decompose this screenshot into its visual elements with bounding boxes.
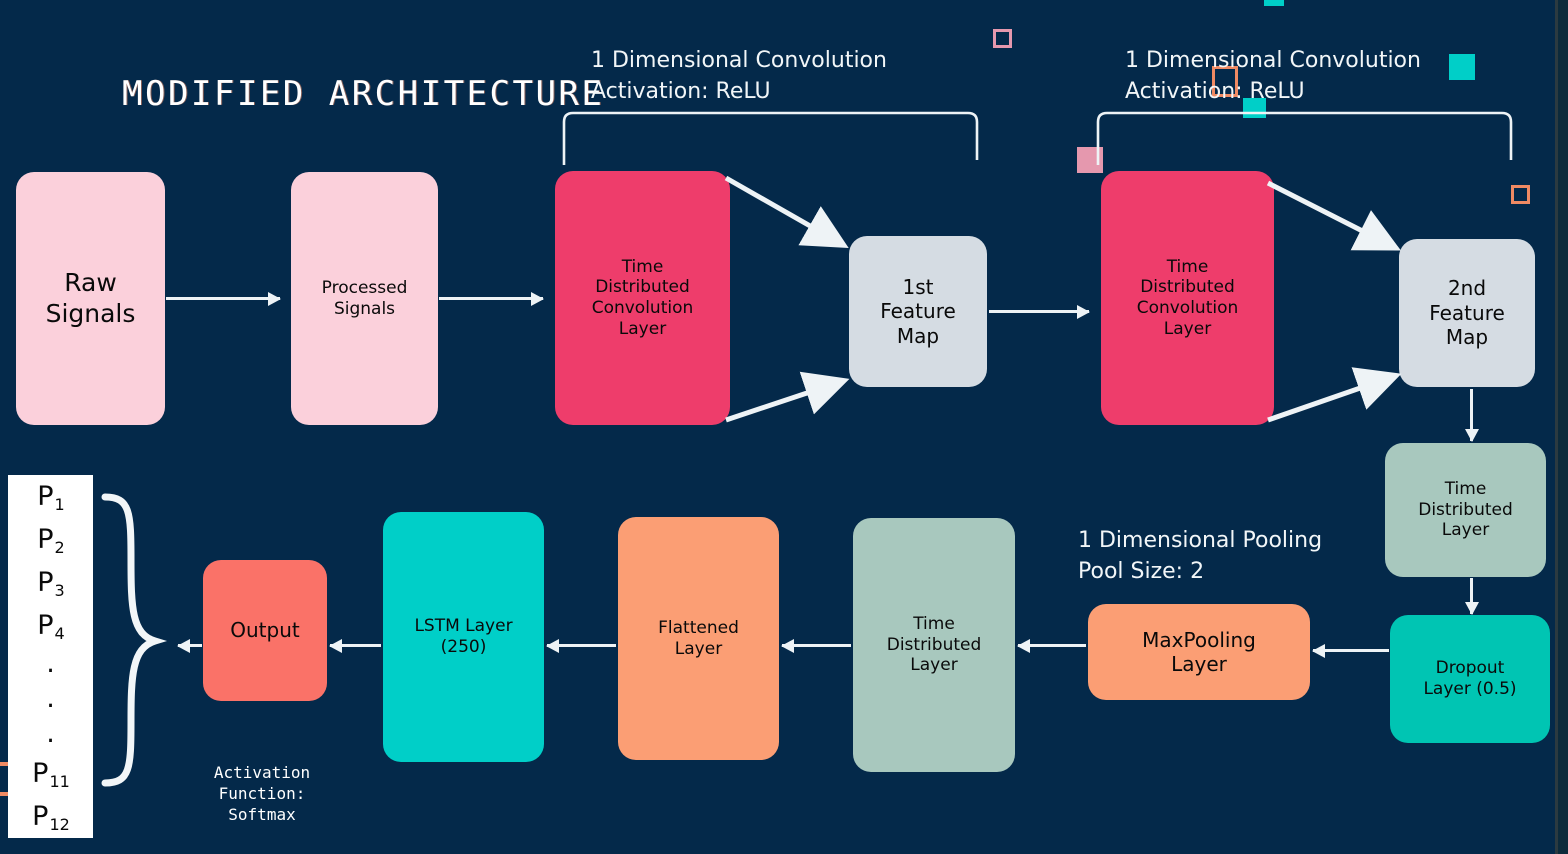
arrow-output-to-probabilities xyxy=(178,644,202,647)
list-item: P11 xyxy=(32,757,70,791)
box-time-distributed-2[interactable]: Time Distributed Layer xyxy=(853,518,1015,772)
list-item-ellipsis: . xyxy=(46,717,55,749)
arrow-lstm-to-output xyxy=(330,644,381,647)
right-edge-strip-inner xyxy=(1555,0,1558,854)
box-maxpooling-layer[interactable]: MaxPooling Layer xyxy=(1088,604,1310,700)
box-feature-map-1[interactable]: 1st Feature Map xyxy=(849,236,987,387)
arrow-timedist2-to-flattened xyxy=(782,644,851,647)
decorative-square-pink-filled xyxy=(1077,147,1103,173)
output-activation-note: Activation Function: Softmax xyxy=(213,763,311,824)
arrow-flattened-to-lstm xyxy=(547,644,616,647)
list-item-ellipsis: . xyxy=(46,648,55,680)
arrow-timedist1-to-dropout xyxy=(1470,578,1473,614)
box-output[interactable]: Output xyxy=(203,560,327,701)
arrow-raw-to-processed xyxy=(166,297,280,300)
decorative-square-cyan-2 xyxy=(1449,54,1475,80)
list-item: P3 xyxy=(37,567,65,601)
box-lstm-layer[interactable]: LSTM Layer (250) xyxy=(383,512,544,762)
page-title: MODIFIED ARCHITECTURE xyxy=(122,74,605,114)
conv2-annotation: 1 Dimensional Convolution Activation: Re… xyxy=(1125,48,1421,104)
arrow-featuremap1-to-conv2 xyxy=(989,310,1089,313)
box-conv-layer-1[interactable]: Time Distributed Convolution Layer xyxy=(555,171,730,425)
probability-panel xyxy=(8,475,93,838)
box-conv-layer-2[interactable]: Time Distributed Convolution Layer xyxy=(1101,171,1274,425)
box-time-distributed-1[interactable]: Time Distributed Layer xyxy=(1385,443,1546,577)
conv1-annotation: 1 Dimensional Convolution Activation: Re… xyxy=(591,48,887,104)
list-item: P4 xyxy=(37,610,65,644)
box-processed-signals[interactable]: Processed Signals xyxy=(291,172,438,425)
right-edge-strip xyxy=(1558,0,1568,854)
list-item: P2 xyxy=(37,524,65,558)
box-raw-signals[interactable]: Raw Signals xyxy=(16,172,165,425)
list-item-ellipsis: . xyxy=(46,683,55,715)
arrow-dropout-to-maxpooling xyxy=(1313,649,1389,652)
list-item: P12 xyxy=(32,800,70,834)
decorative-square-pink-outline xyxy=(993,29,1012,48)
list-item: P1 xyxy=(37,481,65,515)
decorative-bar-left-1 xyxy=(0,762,14,766)
box-dropout-layer[interactable]: Dropout Layer (0.5) xyxy=(1390,615,1550,743)
arrow-maxpooling-to-timedist2 xyxy=(1018,644,1086,647)
decorative-square-orange-outline-1 xyxy=(1212,66,1238,97)
decorative-bar-left-2 xyxy=(0,792,14,796)
box-flattened-layer[interactable]: Flattened Layer xyxy=(618,517,779,760)
probability-list: P1 P2 P3 P4 . . . P11 P12 xyxy=(8,475,93,838)
pool-annotation: 1 Dimensional Pooling Pool Size: 2 xyxy=(1078,528,1323,584)
decorative-square-orange-outline-2 xyxy=(1511,185,1530,204)
arrow-processed-to-conv1 xyxy=(439,297,543,300)
decorative-square-cyan-1 xyxy=(1264,0,1284,6)
box-feature-map-2[interactable]: 2nd Feature Map xyxy=(1399,239,1535,387)
arrow-featuremap2-to-timedist1 xyxy=(1470,389,1473,441)
